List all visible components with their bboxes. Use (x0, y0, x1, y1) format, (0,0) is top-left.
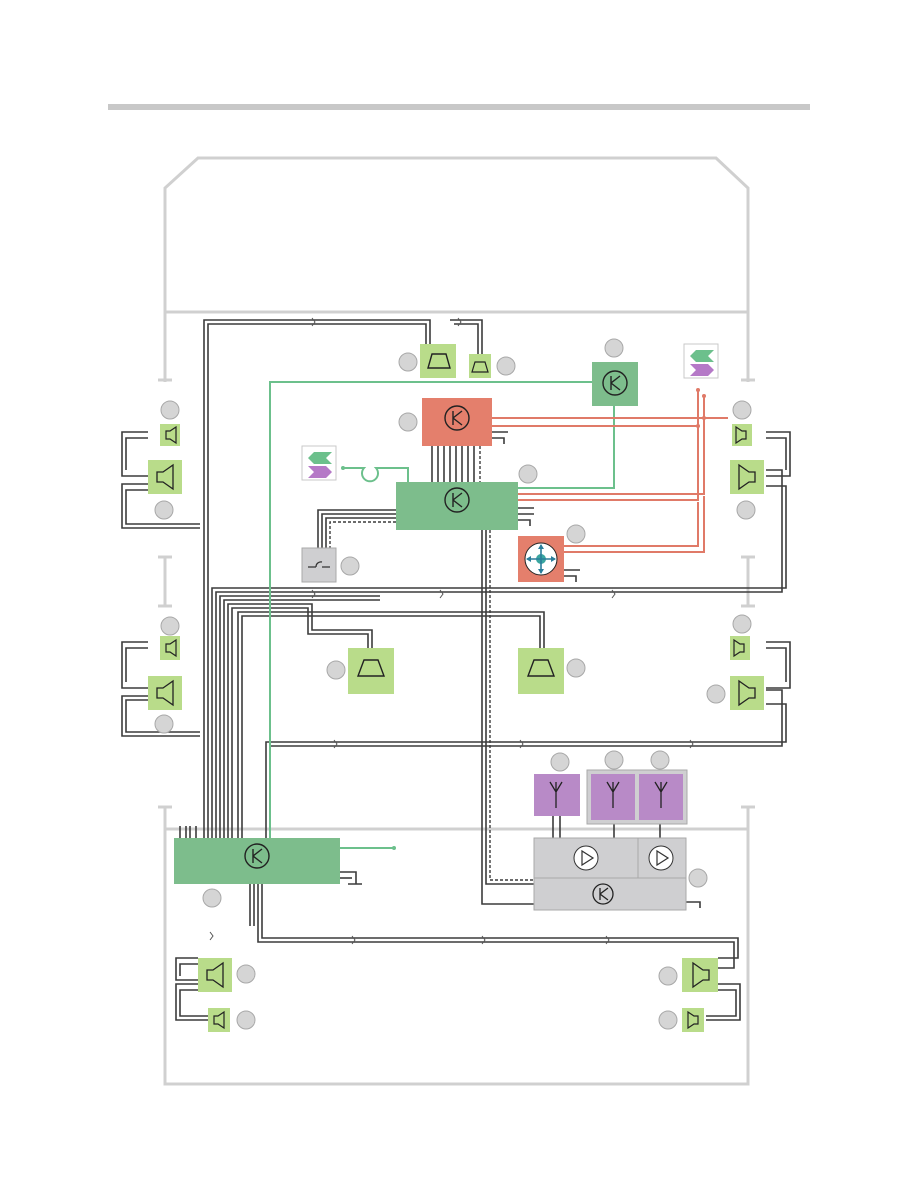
bus-legend-icon-right (683, 343, 719, 379)
vehicle-outline (158, 156, 755, 1086)
rear-left-tweeter (208, 1008, 230, 1032)
dashed-signal-lines (329, 446, 534, 881)
wire-break-ticks (209, 317, 694, 945)
red-bus-lines (492, 390, 728, 553)
left-front-speaker (148, 460, 182, 494)
left-rear-door-tweeter (160, 636, 180, 660)
right-front-speaker (730, 460, 764, 494)
rear-left-speaker (198, 958, 232, 992)
front-center-tweeter (469, 354, 491, 378)
navigation-unit (518, 536, 564, 582)
diagnostic-connector (301, 547, 337, 583)
rear-right-speaker (682, 958, 718, 992)
bus-legend-icon-left (301, 445, 337, 481)
left-mid-cabin-speaker (348, 648, 394, 694)
dark-wire-harness (121, 319, 791, 1021)
right-front-tweeter (732, 424, 752, 446)
left-rear-door-speaker (148, 676, 182, 710)
gateway-control-unit (592, 362, 638, 406)
antenna-module-group (586, 769, 688, 825)
left-front-tweeter (160, 424, 180, 446)
central-audio-module (396, 482, 518, 530)
right-mid-cabin-speaker (518, 648, 564, 694)
amplifier-unit (533, 837, 687, 911)
green-bus-lines (269, 381, 615, 849)
right-rear-door-tweeter (730, 636, 750, 660)
right-rear-door-speaker (730, 676, 764, 710)
rear-main-control-unit (174, 838, 340, 884)
rear-right-tweeter (682, 1008, 704, 1032)
red-head-unit (422, 398, 492, 446)
page-top-rule (108, 104, 810, 110)
callout-markers (154, 338, 756, 1030)
antenna-module-1 (534, 774, 580, 816)
front-center-speaker (420, 344, 456, 378)
